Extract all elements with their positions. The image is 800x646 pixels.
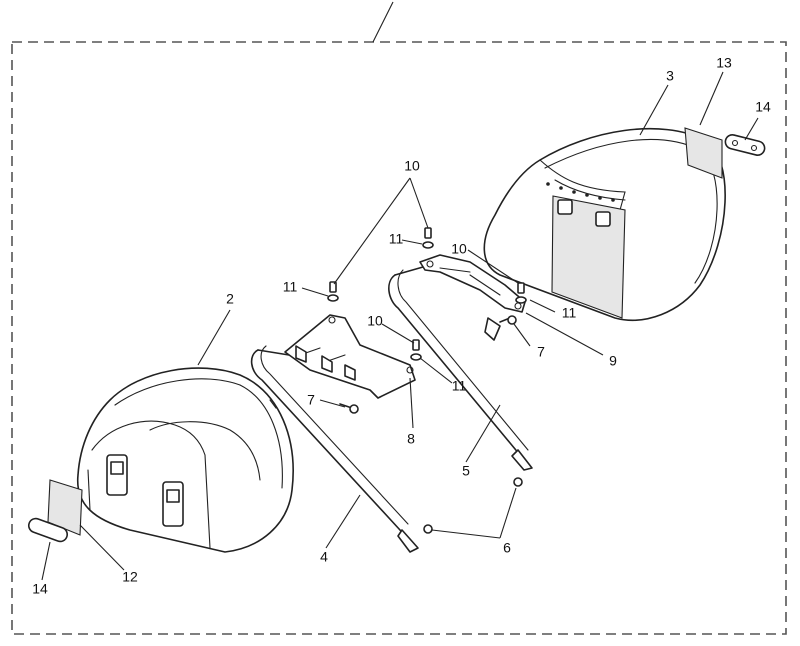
callout-4: 4	[320, 549, 328, 565]
callout-12: 12	[122, 569, 138, 585]
right-mounting-bracket	[419, 254, 526, 341]
bolt-10a	[422, 227, 434, 249]
callout-14-right: 14	[755, 99, 771, 115]
left-reflector-label	[47, 479, 83, 536]
frame-cut-line	[372, 1, 394, 43]
bolt-10c	[410, 339, 422, 361]
bolt-10b	[327, 281, 339, 302]
right-pannier	[483, 127, 726, 322]
callout-7-right: 7	[537, 344, 545, 360]
callout-11-lower: 11	[452, 378, 467, 394]
callout-13: 13	[716, 55, 732, 71]
callout-11-upper: 11	[389, 231, 404, 247]
right-pannier-rivets	[546, 182, 615, 202]
left-mounting-bracket	[284, 314, 416, 399]
nut-6a	[423, 524, 433, 534]
callout-9: 9	[609, 353, 617, 369]
nut-6b	[513, 477, 523, 487]
left-pannier-buckle-1	[106, 454, 128, 496]
diagram-frame	[11, 41, 787, 635]
screw-7a	[339, 403, 359, 414]
left-support-rail	[250, 345, 419, 553]
callout-3: 3	[666, 68, 674, 84]
bolt-10d	[515, 282, 527, 304]
callout-10-mid: 10	[451, 241, 467, 257]
right-reflector-label	[684, 127, 723, 179]
right-reflector	[724, 134, 766, 156]
callout-5: 5	[462, 463, 470, 479]
leader-lines	[41, 71, 759, 581]
callout-10-top: 10	[404, 158, 420, 174]
left-reflector	[27, 517, 69, 543]
callout-11-right: 11	[562, 305, 577, 321]
left-pannier	[76, 367, 294, 553]
callout-14-left: 14	[32, 581, 48, 597]
callout-10-lower: 10	[367, 313, 383, 329]
right-support-rail	[388, 264, 533, 471]
callout-11-left: 11	[283, 279, 298, 295]
callout-6: 6	[503, 540, 511, 556]
callout-7-left: 7	[307, 392, 315, 408]
callout-2: 2	[226, 291, 234, 307]
left-pannier-buckle-2	[162, 481, 184, 527]
callout-8: 8	[407, 431, 415, 447]
screw-7b	[499, 315, 517, 325]
